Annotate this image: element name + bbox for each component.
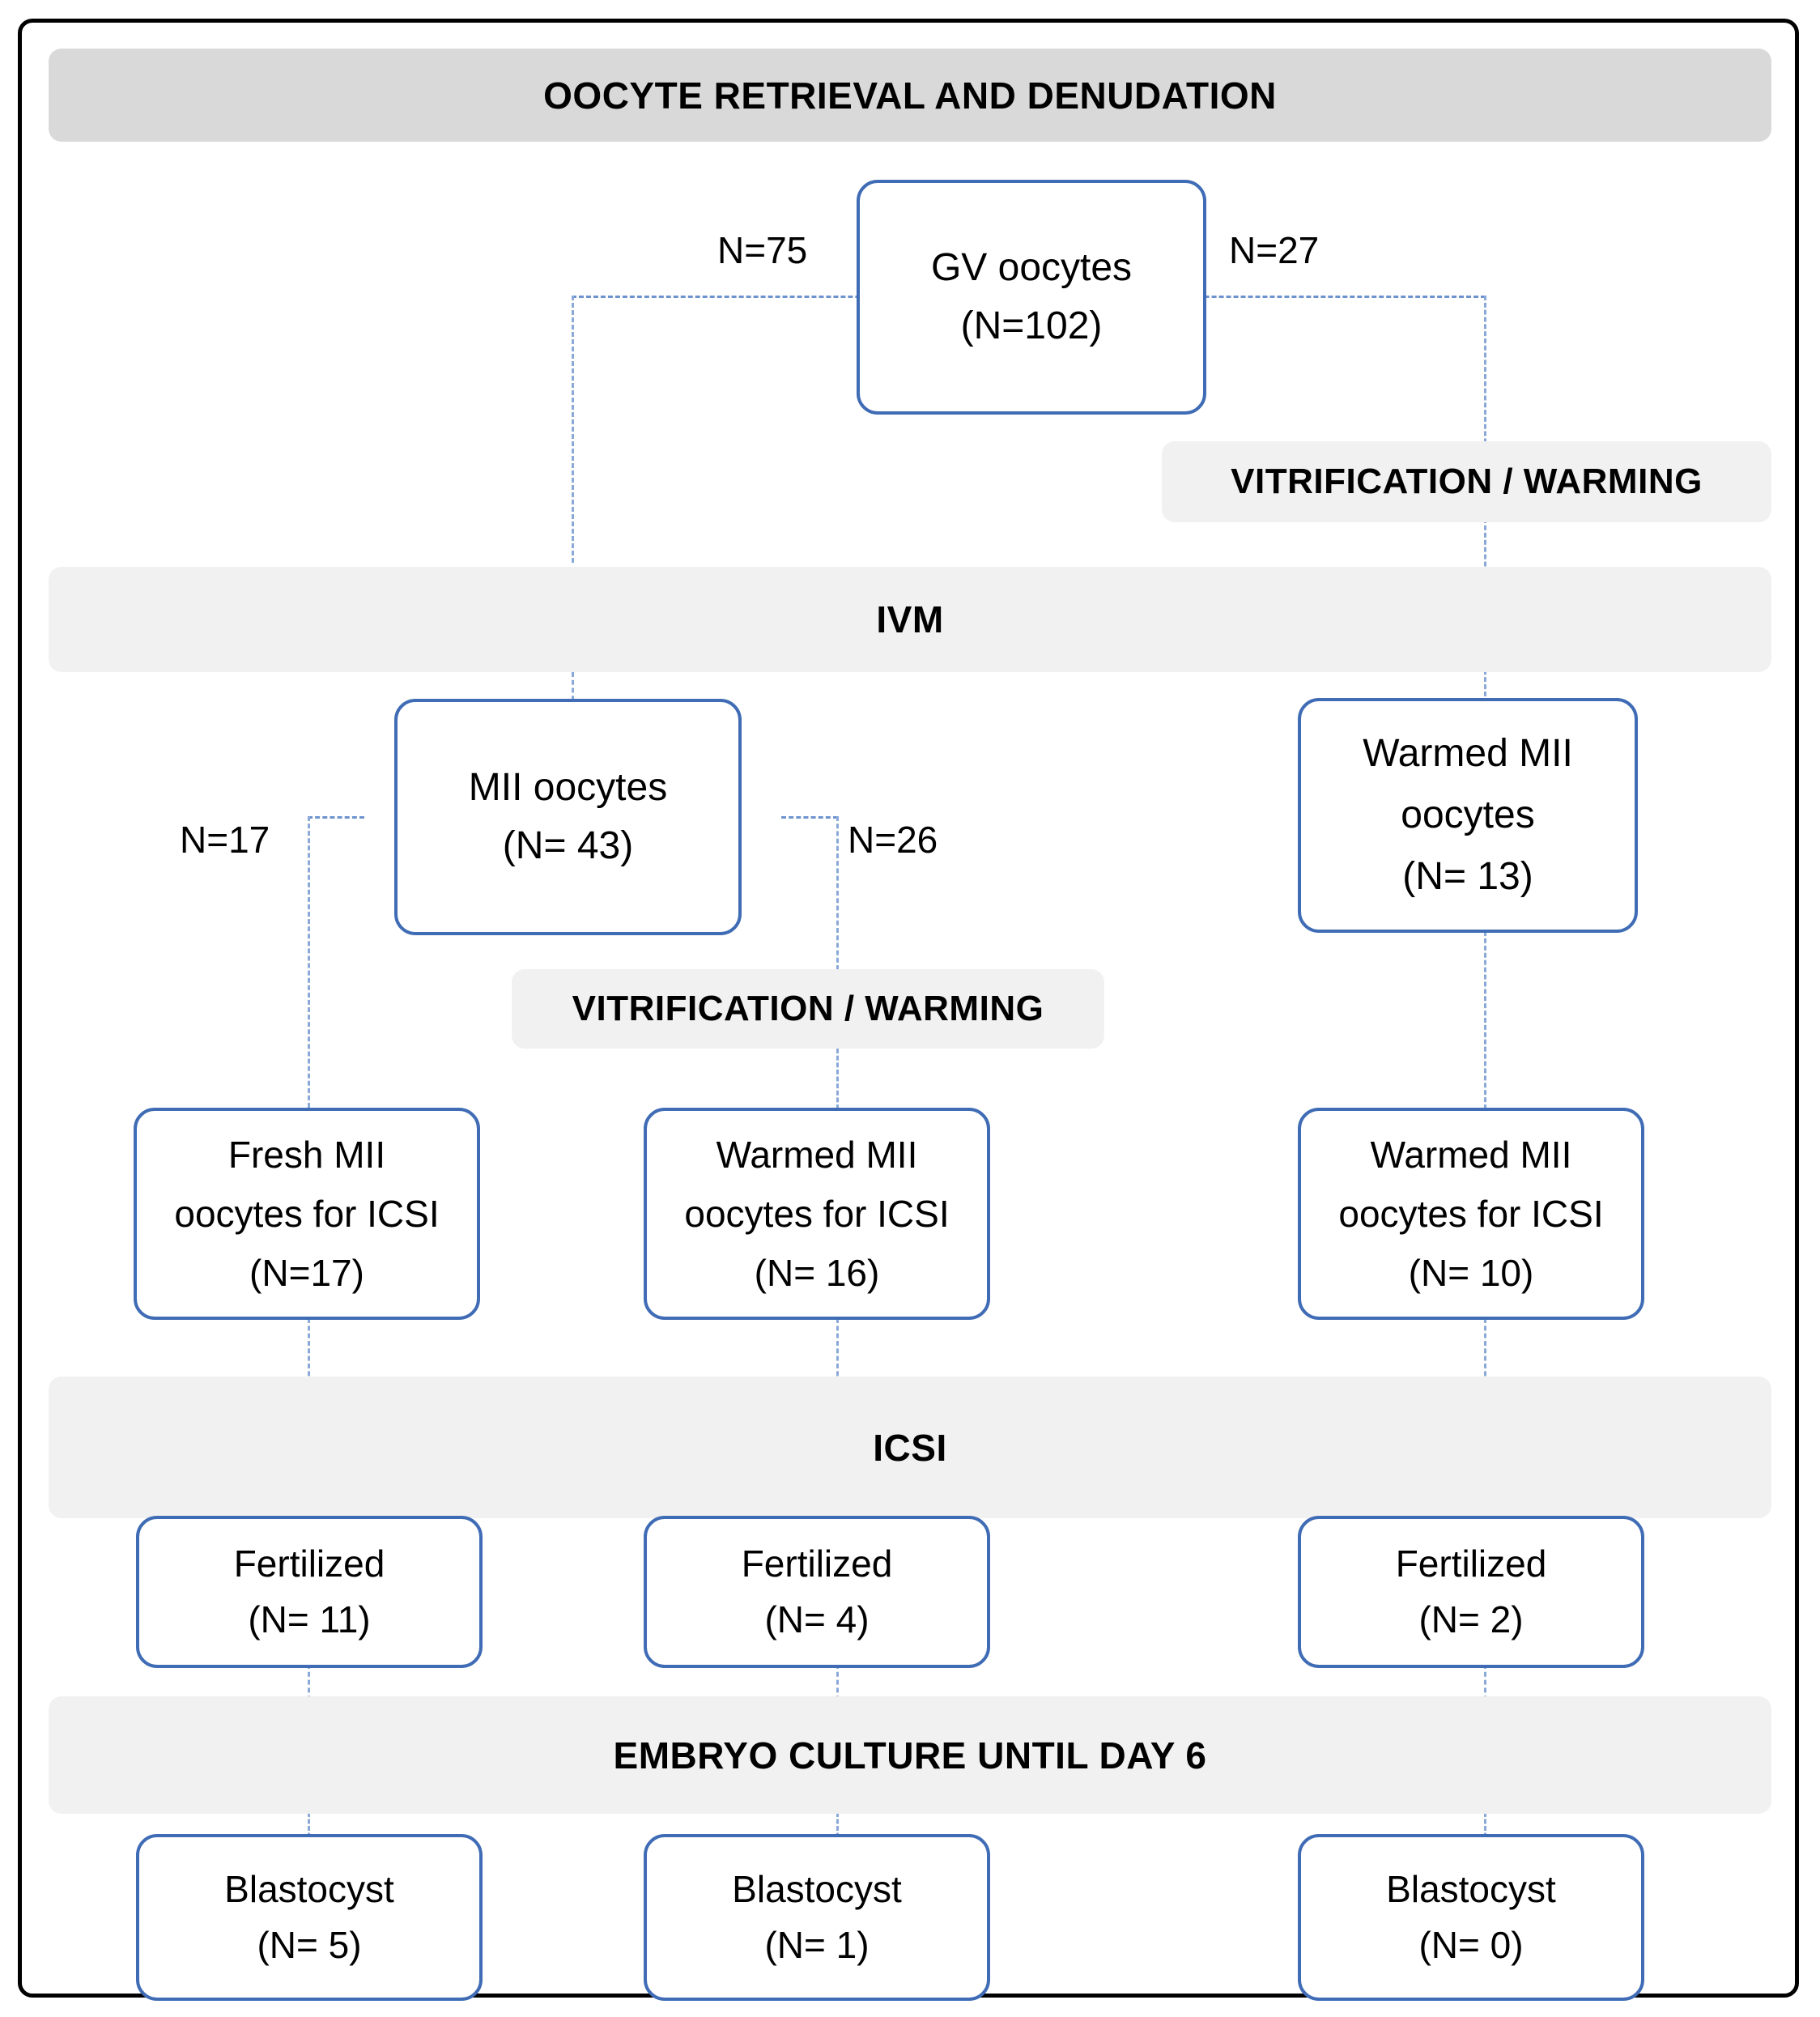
node-mii-oocytes-line1: MII oocytes xyxy=(468,766,668,809)
connector-fertilized-right-to-culture-band xyxy=(1484,1664,1486,1708)
connector-warmed-icsi-mid-to-icsi-band xyxy=(836,1318,839,1391)
node-gv-oocytes-line1: GV oocytes xyxy=(930,246,1133,289)
stage-band-ivm: IVM xyxy=(49,567,1771,672)
node-blastocyst-right-line1: Blastocyst xyxy=(1386,1868,1556,1910)
node-fertilized-right-line1: Fertilized xyxy=(1395,1543,1547,1585)
node-fertilized-mid[interactable]: Fertilized (N= 4) xyxy=(644,1516,990,1668)
connector-gv-to-vitrification-right xyxy=(1484,296,1486,457)
node-fertilized-right-line2: (N= 2) xyxy=(1418,1598,1524,1640)
connector-mii-to-vitrification-mid xyxy=(836,816,839,970)
node-mii-oocytes-line2: (N= 43) xyxy=(502,824,634,867)
stage-band-icsi-label: ICSI xyxy=(873,1426,947,1469)
node-warmed-mii-oocytes[interactable]: Warmed MII oocytes (N= 13) xyxy=(1298,698,1638,933)
node-warmed-mii-icsi-right-line2: oocytes for ICSI xyxy=(1338,1192,1604,1235)
connector-culture-band-to-blastocyst-mid xyxy=(836,1812,839,1845)
connector-culture-band-to-blastocyst-left xyxy=(308,1812,310,1845)
edge-label-mii-left: N=17 xyxy=(180,819,270,861)
node-warmed-mii-oocytes-for-icsi-right[interactable]: Warmed MII oocytes for ICSI (N= 10) xyxy=(1298,1108,1644,1320)
stage-band-icsi: ICSI xyxy=(49,1377,1771,1518)
node-mii-oocytes[interactable]: MII oocytes (N= 43) xyxy=(394,699,742,935)
connector-fertilized-mid-to-culture-band xyxy=(836,1664,839,1708)
node-blastocyst-left-line2: (N= 5) xyxy=(257,1924,362,1966)
node-warmed-mii-icsi-mid-line1: Warmed MII xyxy=(716,1133,918,1176)
node-fertilized-left-line2: (N= 11) xyxy=(248,1598,371,1640)
edge-label-gv-right: N=27 xyxy=(1229,229,1320,271)
stage-band-vitrification-right-label: VITRIFICATION / WARMING xyxy=(1231,462,1703,501)
edge-label-gv-left: N=75 xyxy=(717,229,808,271)
connector-fresh-icsi-to-icsi-band xyxy=(308,1318,310,1391)
connector-fertilized-left-to-culture-band xyxy=(308,1664,310,1708)
connector-mii-to-fresh-icsi xyxy=(308,816,310,1108)
node-warmed-mii-icsi-right-line3: (N= 10) xyxy=(1408,1251,1534,1294)
node-fertilized-right[interactable]: Fertilized (N= 2) xyxy=(1298,1516,1644,1668)
connector-gv-to-ivm-left xyxy=(572,296,574,563)
node-blastocyst-right-line2: (N= 0) xyxy=(1418,1924,1524,1966)
node-warmed-mii-icsi-mid-line3: (N= 16) xyxy=(754,1251,880,1294)
connector-culture-band-to-blastocyst-right xyxy=(1484,1812,1486,1845)
stage-band-ivm-label: IVM xyxy=(876,598,944,640)
node-fresh-mii-icsi-line3: (N=17) xyxy=(249,1251,364,1294)
connector-warmed-mii-to-warmed-icsi-right xyxy=(1484,931,1486,1109)
node-fertilized-left-line1: Fertilized xyxy=(233,1543,385,1585)
node-blastocyst-left[interactable]: Blastocyst (N= 5) xyxy=(136,1834,483,2001)
node-fresh-mii-icsi-line1: Fresh MII xyxy=(228,1133,386,1176)
node-fresh-mii-icsi-line2: oocytes for ICSI xyxy=(174,1192,440,1235)
edge-label-mii-right: N=26 xyxy=(848,819,938,861)
connector-warmed-icsi-right-to-icsi-band xyxy=(1484,1318,1486,1391)
stage-band-embryo-culture: EMBRYO CULTURE UNTIL DAY 6 xyxy=(49,1696,1771,1814)
node-warmed-mii-icsi-mid-line2: oocytes for ICSI xyxy=(684,1192,950,1235)
node-fertilized-mid-line1: Fertilized xyxy=(741,1543,893,1585)
stage-band-oocyte-retrieval: OOCYTE RETRIEVAL AND DENUDATION xyxy=(49,49,1771,142)
node-gv-oocytes[interactable]: GV oocytes (N=102) xyxy=(857,180,1206,415)
node-blastocyst-mid[interactable]: Blastocyst (N= 1) xyxy=(644,1834,990,2001)
node-fertilized-left[interactable]: Fertilized (N= 11) xyxy=(136,1516,483,1668)
stage-band-vitrification-mid: VITRIFICATION / WARMING xyxy=(512,969,1104,1049)
node-warmed-mii-icsi-right-line1: Warmed MII xyxy=(1370,1133,1572,1176)
node-blastocyst-mid-line1: Blastocyst xyxy=(732,1868,902,1910)
node-warmed-mii-oocytes-for-icsi-mid[interactable]: Warmed MII oocytes for ICSI (N= 16) xyxy=(644,1108,990,1320)
node-fresh-mii-oocytes-for-icsi[interactable]: Fresh MII oocytes for ICSI (N=17) xyxy=(134,1108,480,1320)
connector-mii-split-horizontal-left xyxy=(308,816,364,819)
node-warmed-mii-oocytes-line2: oocytes xyxy=(1401,794,1535,836)
node-fertilized-mid-line2: (N= 4) xyxy=(764,1598,870,1640)
node-warmed-mii-oocytes-line3: (N= 13) xyxy=(1402,855,1533,898)
stage-band-vitrification-right: VITRIFICATION / WARMING xyxy=(1162,441,1771,522)
stage-band-vitrification-mid-label: VITRIFICATION / WARMING xyxy=(572,989,1044,1028)
node-gv-oocytes-line2: (N=102) xyxy=(960,304,1103,347)
connector-mii-split-horizontal-right xyxy=(781,816,838,819)
connector-ivm-to-mii xyxy=(572,672,574,709)
node-blastocyst-left-line1: Blastocyst xyxy=(224,1868,394,1910)
stage-band-oocyte-retrieval-label: OOCYTE RETRIEVAL AND DENUDATION xyxy=(543,74,1277,117)
node-warmed-mii-oocytes-line1: Warmed MII xyxy=(1363,732,1573,775)
connector-vitrification-mid-to-warmed-icsi xyxy=(836,1049,839,1109)
node-blastocyst-right[interactable]: Blastocyst (N= 0) xyxy=(1298,1834,1644,2001)
node-blastocyst-mid-line2: (N= 1) xyxy=(764,1924,870,1966)
stage-band-embryo-culture-label: EMBRYO CULTURE UNTIL DAY 6 xyxy=(613,1734,1207,1777)
